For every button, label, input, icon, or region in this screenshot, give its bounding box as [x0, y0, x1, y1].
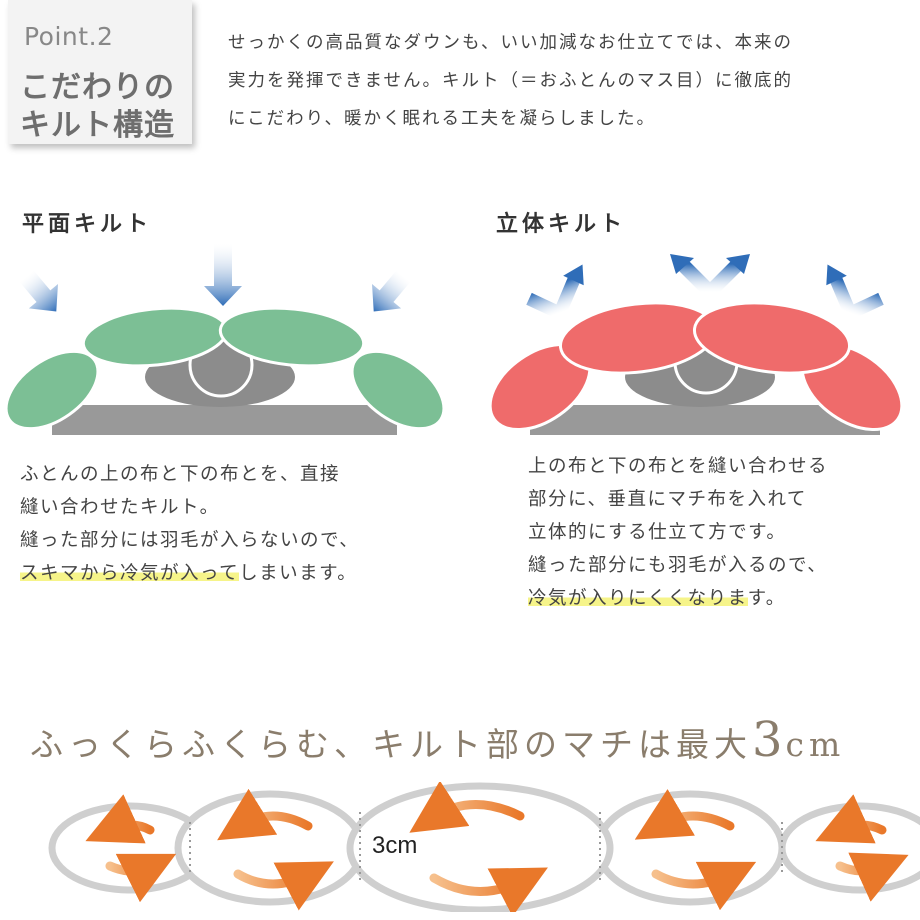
circulation-arrow-icon [815, 794, 887, 844]
desc-line-rest: す。 [747, 588, 786, 609]
circulation-arrow-icon [105, 853, 177, 903]
cold-air-arrow-icon [19, 270, 58, 312]
intro-line: せっかくの高品質なダウンも、いい加減なお仕立てでは、本来の [228, 33, 793, 53]
desc-line: ふとんの上の布と下の布とを、直接 [20, 464, 341, 485]
highlight-text: 冷気が入りにくくなりま [528, 588, 748, 609]
highlight-text: スキマから冷気が入って [20, 563, 240, 584]
circulation-arrow-icon [835, 852, 909, 902]
intro-text: せっかくの高品質なダウンも、いい加減なお仕立てでは、本来の 実力を発揮できません… [228, 24, 908, 138]
solid-quilt-illustration [488, 254, 904, 435]
desc-line: 立体的にする仕立て方です。 [528, 522, 787, 543]
bounce-arrow-icon [526, 264, 584, 322]
circulation-arrow-icon [409, 782, 525, 833]
desc-line: 縫った部分には羽毛が入らないので、 [20, 530, 360, 551]
quilt-cross-section [48, 782, 920, 912]
solid-quilt-title: 立体キルト [496, 211, 627, 237]
bottom-heading-text: ふっくらふくらむ、キルト部のマチは最大 [30, 725, 752, 764]
bounce-arrow-icon [670, 254, 750, 302]
flat-quilt-illustration [4, 244, 446, 435]
intro-line: にこだわり、暖かく眠れる工夫を凝らしました。 [228, 109, 656, 129]
mattress [530, 405, 880, 435]
desc-line-rest: しまいます。 [239, 563, 358, 584]
mattress [52, 405, 397, 435]
badge-title-line1: こだわりの [20, 70, 175, 105]
measure-label: 3cm [372, 832, 418, 859]
desc-line: 上の布と下の布とを縫い合わせる [528, 456, 829, 477]
point-label: Point.2 [24, 22, 114, 51]
bounce-arrow-icon [826, 264, 884, 322]
circulation-arrow-icon [651, 861, 757, 911]
flat-quilt-shape [4, 306, 446, 431]
circulation-arrow-icon [217, 788, 313, 841]
badge-title-line2: キルト構造 [20, 108, 175, 143]
circulation-arrow-icon [429, 867, 548, 912]
desc-line: 部分に、垂直にマチ布を入れて [528, 489, 807, 510]
flat-quilt-description: ふとんの上の布と下の布とを、直接 縫い合わせたキルト。 縫った部分には羽毛が入ら… [20, 458, 359, 590]
cold-air-arrow-icon [204, 244, 242, 306]
desc-line: 縫い合わせたキルト。 [20, 497, 220, 518]
desc-line: 縫った部分にも羽毛が入るので、 [528, 555, 828, 576]
solid-quilt-shape [488, 301, 904, 432]
bottom-heading-unit: cm [785, 725, 846, 764]
intro-line: 実力を発揮できません。キルト（＝おふとんのマス目）に徹底的 [228, 71, 793, 91]
solid-quilt-description: 上の布と下の布とを縫い合わせる 部分に、垂直にマチ布を入れて 立体的にする仕立て… [528, 450, 828, 615]
quilt-chamber [778, 802, 920, 894]
flat-quilt-title: 平面キルト [22, 211, 153, 237]
bottom-heading: ふっくらふくらむ、キルト部のマチは最大3cm [30, 712, 910, 768]
circulation-arrow-icon [634, 789, 735, 840]
bottom-heading-number: 3 [752, 712, 786, 768]
cold-air-arrow-icon [372, 270, 411, 312]
point-badge: Point.2 こだわりの キルト構造 [8, 0, 192, 144]
circulation-arrow-icon [85, 794, 155, 844]
circulation-arrow-icon [233, 861, 334, 911]
